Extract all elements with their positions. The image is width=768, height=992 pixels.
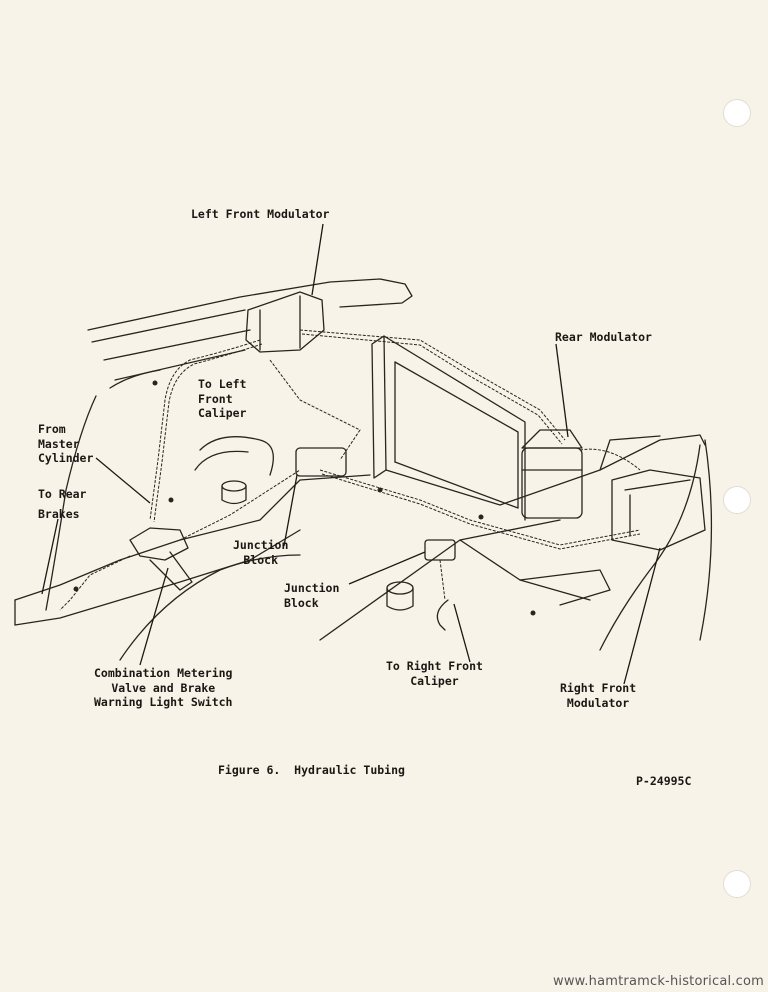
label-rear-modulator: Rear Modulator	[555, 330, 652, 345]
label-line: Junction	[284, 581, 340, 595]
label-to-right-front-caliper: To Right Front Caliper	[386, 659, 483, 688]
label-to-left-front-caliper: To Left Front Caliper	[198, 377, 246, 421]
binder-hole-top	[723, 99, 751, 127]
label-line: Combination Metering	[94, 666, 233, 680]
label-line: Warning Light Switch	[94, 695, 233, 709]
label-line: To Rear	[38, 487, 87, 501]
label-line: To Left	[198, 377, 247, 391]
binder-hole-bottom	[723, 870, 751, 898]
label-line: Front	[198, 391, 233, 406]
label-left-front-modulator: Left Front Modulator	[191, 207, 329, 222]
label-line: Valve and Brake	[111, 680, 216, 695]
site-watermark: www.hamtramck-historical.com	[553, 974, 764, 989]
label-line: Cylinder	[38, 451, 94, 465]
binder-hole-middle	[723, 486, 751, 514]
label-line: Brakes	[38, 507, 80, 521]
label-line: Left Front Modulator	[191, 207, 330, 221]
label-line: Junction	[233, 538, 289, 552]
label-line: Caliper	[198, 406, 247, 420]
label-line: To Right Front	[386, 659, 483, 673]
label-to-rear-brakes: To Rear Brakes	[38, 484, 86, 524]
label-line: Rear Modulator	[555, 330, 652, 344]
label-line: Block	[284, 595, 319, 610]
label-junction-block-left: Junction Block	[233, 538, 288, 567]
label-line: From	[38, 422, 66, 436]
label-line: Block	[243, 552, 278, 567]
label-line: Master	[38, 436, 80, 451]
figure-caption: Figure 6. Hydraulic Tubing	[218, 763, 405, 777]
label-from-master-cylinder: From Master Cylinder	[38, 422, 93, 466]
label-right-front-modulator: Right Front Modulator	[560, 681, 636, 710]
label-line: Modulator	[566, 695, 630, 710]
part-number: P-24995C	[636, 774, 692, 788]
label-junction-block-right: Junction Block	[284, 581, 339, 610]
label-line: Right Front	[560, 681, 637, 695]
label-line: Caliper	[410, 673, 459, 688]
label-combination-valve: Combination Metering Valve and Brake War…	[94, 666, 232, 710]
